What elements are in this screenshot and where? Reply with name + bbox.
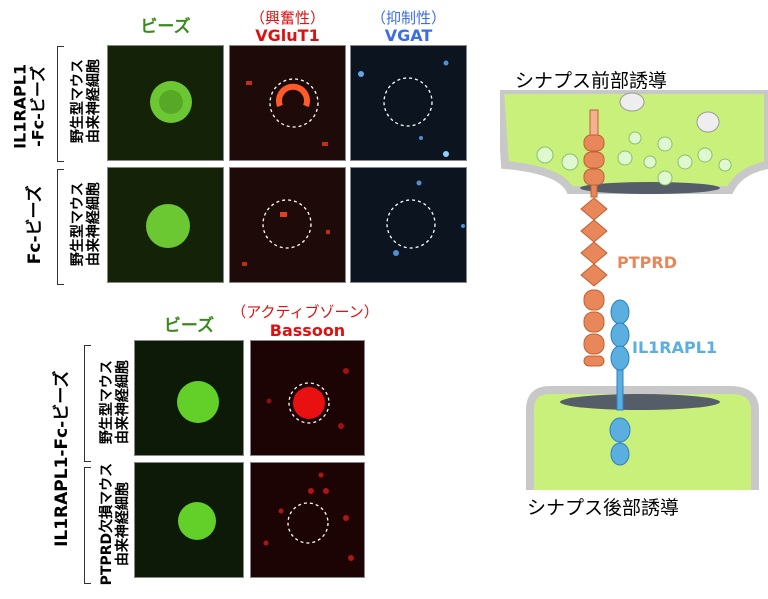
label-line: 野生型マウス	[69, 182, 86, 267]
label-line: 由来神経細胞	[115, 360, 131, 445]
micrograph-beads-ptprd-ko	[134, 462, 244, 578]
col-header-bassoon: Bassoon	[269, 321, 346, 340]
mitochondrion-icon	[619, 92, 720, 133]
micrograph-beads-wt	[134, 340, 244, 456]
active-zone	[580, 182, 720, 194]
group-line: IL1RAPL1	[10, 63, 30, 149]
label-line: 由来神経細胞	[86, 59, 102, 144]
micrograph-beads-fc	[107, 167, 224, 283]
pre-synapse-label: シナプス前部誘導	[515, 70, 668, 92]
il1rapl1-protein	[609, 299, 631, 466]
micrograph-vglut1-fc	[229, 167, 346, 283]
label-line: 由来神経細胞	[115, 482, 131, 567]
bracket	[84, 467, 91, 584]
label-line: 野生型マウス	[98, 360, 115, 445]
bracket	[84, 345, 91, 462]
row-label-wt-neurons: 野生型マウス由来神経細胞	[70, 166, 102, 282]
group-line: -Fc-ビーズ	[29, 65, 48, 147]
bracket	[57, 46, 64, 162]
micrograph-bassoon-ptprd-ko	[250, 462, 365, 578]
group-line: Fc-ビーズ	[25, 185, 46, 265]
row-group-fc-beads: Fc-ビーズ	[25, 167, 46, 283]
il1rapl1-label: IL1RAPL1	[632, 338, 718, 357]
postsynaptic-terminal	[526, 386, 759, 490]
label-line: 野生型マウス	[69, 59, 86, 144]
row-label-wt-neurons: 野生型マウス由来神経細胞	[99, 340, 131, 464]
postsynaptic-density	[560, 394, 720, 410]
synapse-diagram	[500, 90, 768, 490]
ptprd-protein	[580, 109, 608, 367]
micrograph-beads-il1rapl1	[107, 45, 224, 161]
micrograph-bassoon-wt	[250, 340, 365, 456]
synaptic-vesicles	[536, 131, 732, 186]
bracket	[57, 169, 64, 285]
col-header-active-zone: （アクティブゾーン）	[231, 303, 379, 321]
col-header-beads: ビーズ	[140, 17, 191, 37]
col-header-inhibitory: （抑制性）	[370, 9, 446, 27]
col-header-excitatory: （興奮性）	[249, 9, 325, 27]
row-label-ptprd-ko-neurons: PTPRD欠損マウス由来神経細胞	[99, 452, 131, 596]
micrograph-vgat-fc	[350, 167, 467, 283]
row-group-il1rapl1-fc-beads: IL1RAPL1-Fc-ビーズ	[10, 48, 49, 164]
micrograph-vgat-il1rapl1	[350, 45, 467, 161]
post-synapse-label: シナプス後部誘導	[527, 497, 680, 519]
label-line: PTPRD欠損マウス	[98, 462, 115, 586]
row-group-il1rapl1-fc-beads: IL1RAPL1-Fc-ビーズ	[52, 370, 73, 547]
label-line: 由来神経細胞	[86, 182, 102, 267]
col-header-beads: ビーズ	[163, 316, 215, 336]
micrograph-vglut1-il1rapl1	[229, 45, 346, 161]
col-header-vgat: VGAT	[384, 26, 433, 45]
row-label-wt-neurons: 野生型マウス由来神経細胞	[70, 43, 102, 159]
col-header-vglut1: VGluT1	[255, 26, 320, 45]
ptprd-label: PTPRD	[617, 253, 677, 272]
